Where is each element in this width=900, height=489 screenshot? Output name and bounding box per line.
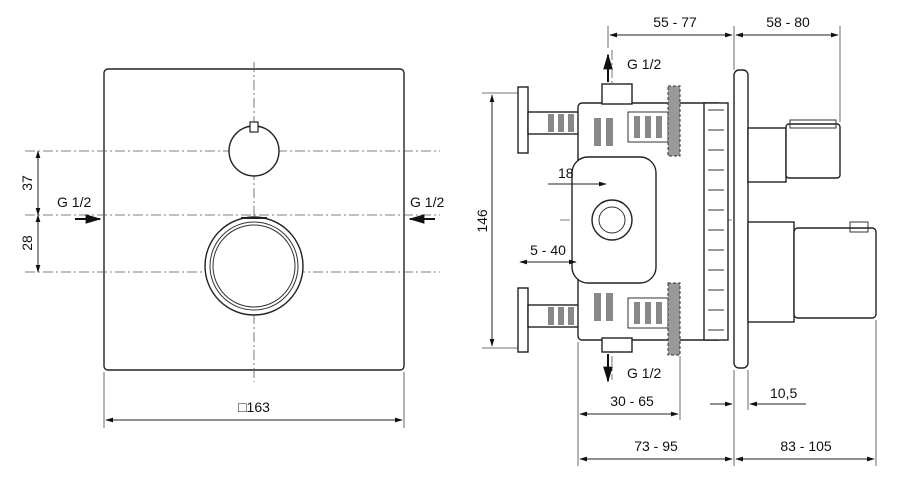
lower-arm (527, 304, 581, 328)
outlet-top-label: G 1/2 (627, 56, 661, 72)
inlet-left-label: G 1/2 (57, 194, 91, 210)
outlet-bottom-label: G 1/2 (627, 365, 661, 381)
inlet-right-label: G 1/2 (410, 194, 444, 210)
diverter-handle-side (747, 119, 841, 183)
dim-83-105-label: 83 - 105 (780, 438, 832, 454)
dim-55-77-label: 55 - 77 (653, 14, 697, 30)
dim-58-80-label: 58 - 80 (766, 14, 810, 30)
diverter-knob (228, 121, 280, 177)
lower-ports (594, 282, 681, 356)
flange-bottom-left (517, 287, 529, 353)
upper-ports (594, 85, 681, 157)
dim-18-label: 18 (558, 165, 574, 181)
dim-width-label: □163 (238, 399, 270, 415)
dim-5-40-label: 5 - 40 (530, 242, 566, 258)
cover-plate-side (733, 69, 749, 369)
top-nipple (601, 83, 633, 105)
side-view: G 1/2 G 1/2 55 - 77 58 - 80 146 18 5 - 4… (474, 14, 877, 466)
bottom-nipple (601, 337, 633, 353)
front-view: 37 28 G 1/2 G 1/2 □163 (19, 62, 444, 428)
threaded-sleeve (703, 102, 729, 341)
dim-28-label: 28 (19, 235, 35, 251)
flange-top-left (517, 86, 529, 154)
dim-37-label: 37 (19, 175, 35, 191)
dim-146-label: 146 (474, 209, 490, 233)
thermostat-handle-side (747, 221, 877, 323)
thermostat-knob (204, 216, 304, 316)
dim-30-65-label: 30 - 65 (610, 393, 654, 409)
dim-10-5-label: 10,5 (770, 385, 797, 401)
central-bore (591, 199, 633, 241)
dim-73-95-label: 73 - 95 (634, 438, 678, 454)
upper-arm (527, 111, 581, 135)
